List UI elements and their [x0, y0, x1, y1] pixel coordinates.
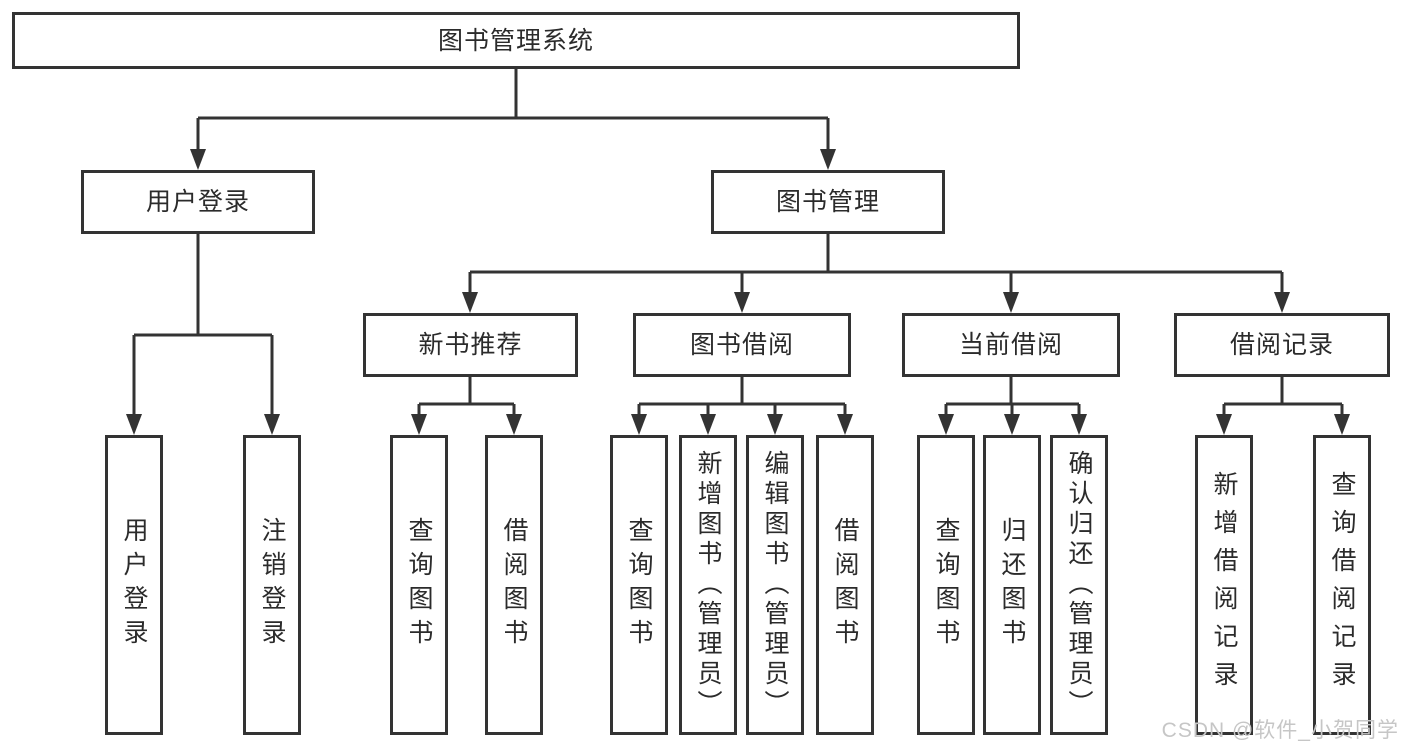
arrowhead — [1216, 414, 1232, 435]
leaf-logout: 注销登录 — [243, 435, 301, 735]
leaf-return-books: 归还图书 — [983, 435, 1041, 735]
arrowhead — [631, 414, 647, 435]
node-label: 编辑图书（管理员） — [761, 450, 789, 720]
leaf-query-books: 查询图书 — [917, 435, 975, 735]
node-borrowing-records: 借阅记录 — [1174, 313, 1390, 377]
connector-borrowing-to-leaves — [637, 377, 847, 416]
connector-records-to-leaves — [1222, 377, 1344, 416]
arrowhead — [820, 149, 836, 170]
arrowhead — [837, 414, 853, 435]
node-label: 用户登录 — [145, 188, 250, 216]
node-label: 图书管理系统 — [437, 26, 594, 55]
leaf-query-books: 查询图书 — [610, 435, 668, 735]
node-label: 新增图书（管理员） — [694, 450, 722, 720]
node-label: 新书推荐 — [418, 331, 523, 359]
arrowhead — [462, 292, 478, 313]
leaf-confirm-return-admin: 确认归还（管理员） — [1050, 435, 1108, 735]
connector-bookmgmt-to-level3 — [468, 234, 1284, 294]
arrowhead — [734, 292, 750, 313]
node-user-login: 用户登录 — [81, 170, 315, 234]
leaf-borrow-books: 借阅图书 — [816, 435, 874, 735]
connector-recommend-to-leaves — [417, 377, 516, 416]
arrowhead — [767, 414, 783, 435]
connector-userlogin-to-leaves — [132, 234, 274, 416]
node-book-management: 图书管理 — [711, 170, 945, 234]
leaf-query-borrow-record: 查询借阅记录 — [1313, 435, 1371, 735]
node-label: 查询图书 — [625, 517, 653, 653]
csdn-watermark: CSDN @软件_小贺同学 — [1161, 719, 1399, 742]
node-book-borrowing: 图书借阅 — [633, 313, 851, 377]
arrowhead — [938, 414, 954, 435]
node-label: 图书管理 — [775, 188, 880, 216]
leaf-add-borrow-record: 新增借阅记录 — [1195, 435, 1253, 735]
arrowhead — [190, 149, 206, 170]
connector-root-to-level2 — [196, 69, 830, 151]
node-label: 查询借阅记录 — [1328, 471, 1356, 699]
leaf-add-books-admin: 新增图书（管理员） — [679, 435, 737, 735]
arrowhead — [1003, 292, 1019, 313]
node-new-book-recommendation: 新书推荐 — [363, 313, 578, 377]
connector-current-to-leaves — [944, 377, 1081, 416]
arrowhead — [1071, 414, 1087, 435]
node-label: 查询图书 — [405, 517, 433, 653]
node-label: 当前借阅 — [958, 331, 1063, 359]
node-label: 借阅图书 — [831, 517, 859, 653]
node-label: 用户登录 — [120, 517, 148, 653]
node-label: 新增借阅记录 — [1210, 471, 1238, 699]
node-label: 注销登录 — [258, 517, 286, 653]
arrowhead — [411, 414, 427, 435]
arrowhead — [1274, 292, 1290, 313]
leaf-edit-books-admin: 编辑图书（管理员） — [746, 435, 804, 735]
node-label: 图书借阅 — [689, 331, 794, 359]
arrowhead — [1004, 414, 1020, 435]
leaf-borrow-books: 借阅图书 — [485, 435, 543, 735]
arrowhead — [700, 414, 716, 435]
node-label: 确认归还（管理员） — [1065, 450, 1093, 720]
node-label: 归还图书 — [998, 517, 1026, 653]
leaf-query-books: 查询图书 — [390, 435, 448, 735]
node-current-borrowing: 当前借阅 — [902, 313, 1120, 377]
node-label: 借阅图书 — [500, 517, 528, 653]
arrowhead — [506, 414, 522, 435]
leaf-user-login: 用户登录 — [105, 435, 163, 735]
node-label: 查询图书 — [932, 517, 960, 653]
arrowhead — [1334, 414, 1350, 435]
arrowhead — [126, 414, 142, 435]
arrowhead — [264, 414, 280, 435]
node-label: 借阅记录 — [1229, 331, 1334, 359]
node-library-management-system: 图书管理系统 — [12, 12, 1020, 69]
